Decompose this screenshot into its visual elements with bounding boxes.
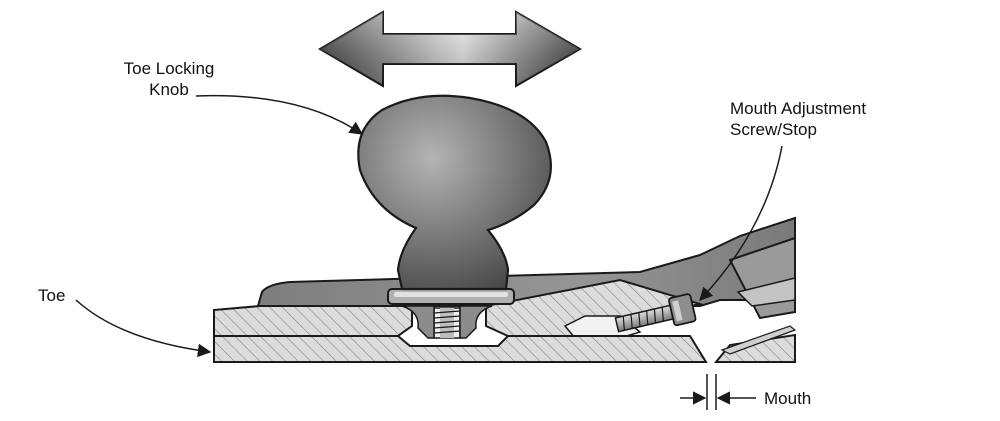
label-line: Toe Locking: [123, 59, 215, 78]
leader-knob: [195, 94, 364, 135]
leader-screw: [699, 145, 783, 301]
label-toe: Toe: [38, 286, 66, 305]
plane-sole: [213, 325, 797, 363]
label-line: Screw/Stop: [730, 120, 817, 139]
knob-stud: [401, 305, 493, 339]
callout-leaders: [75, 94, 783, 358]
leader-toe: [75, 299, 212, 358]
label-toe-locking-knob: Toe Locking Knob: [104, 58, 234, 100]
plane-body: [256, 216, 796, 320]
label-line: Knob: [149, 80, 189, 99]
mouth-dimension: [680, 374, 756, 410]
double-headed-arrow-icon: [318, 10, 582, 88]
label-mouth: Mouth: [764, 389, 812, 408]
toe-locking-knob: [357, 94, 552, 291]
label-mouth-adjustment-screw: Mouth Adjustment Screw/Stop: [730, 98, 866, 140]
knob-washer: [387, 288, 515, 305]
mouth-adjustment-screw: [614, 293, 697, 333]
label-line: Mouth Adjustment: [730, 99, 867, 118]
